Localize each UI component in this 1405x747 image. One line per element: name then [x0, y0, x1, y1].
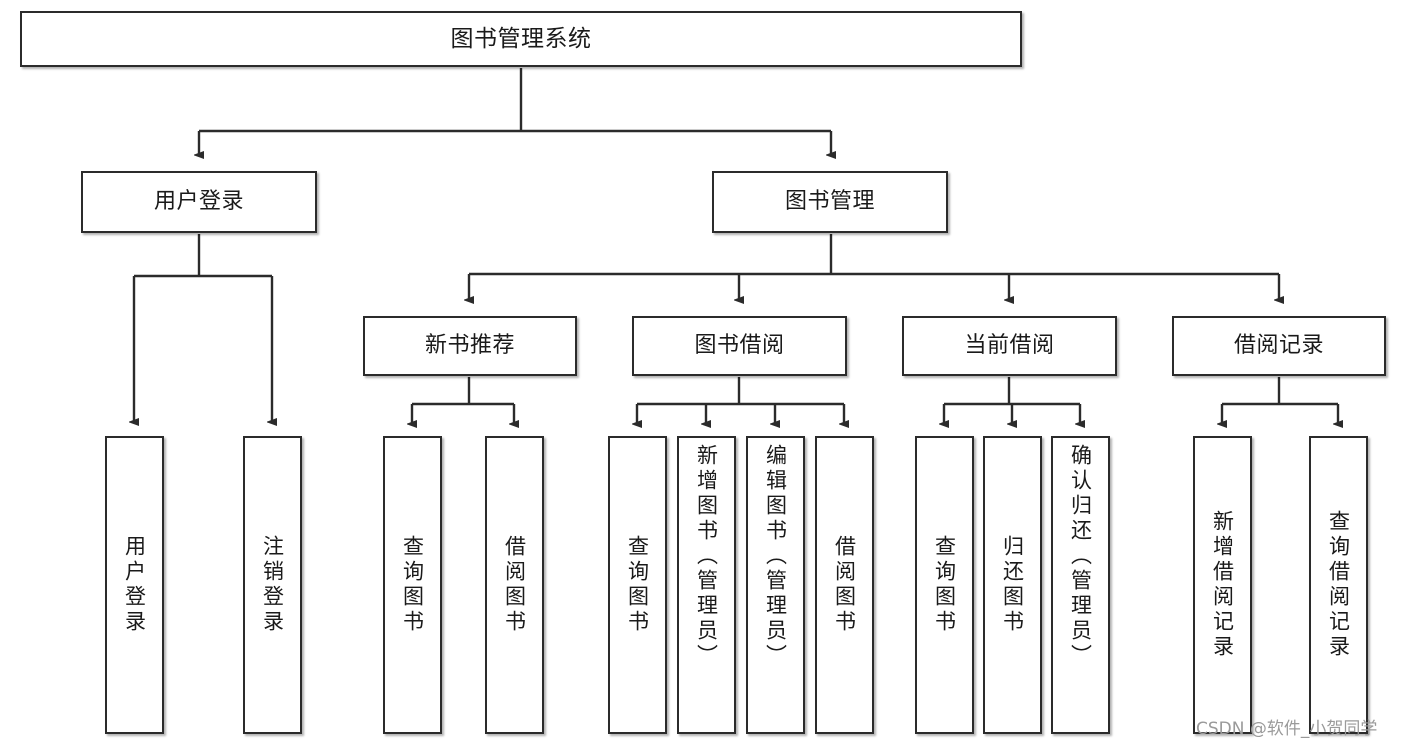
node-borrow-record[interactable]: 借阅记录 — [1172, 316, 1386, 376]
watermark-text: CSDN @软件_小贺同学 — [1196, 719, 1378, 739]
node-leaf-logout-login[interactable]: 注销登录 — [243, 436, 302, 734]
node-user-login[interactable]: 用户登录 — [81, 171, 317, 233]
node-new-book-recommend[interactable]: 新书推荐 — [363, 316, 577, 376]
node-leaf-borrow-book-1-label: 借阅图书 — [502, 535, 527, 635]
node-leaf-query-record-label: 查询借阅记录 — [1326, 510, 1351, 660]
node-leaf-query-record[interactable]: 查询借阅记录 — [1309, 436, 1368, 734]
node-leaf-add-book-label: 新增图书（管理员） — [694, 444, 719, 669]
node-leaf-edit-book-label: 编辑图书（管理员） — [763, 444, 788, 669]
node-leaf-query-book-2-label: 查询图书 — [625, 535, 650, 635]
node-book-management-label: 图书管理 — [784, 189, 875, 215]
node-current-borrow-label: 当前借阅 — [964, 333, 1055, 359]
node-current-borrow[interactable]: 当前借阅 — [902, 316, 1117, 376]
node-new-book-recommend-label: 新书推荐 — [424, 333, 515, 359]
node-leaf-query-book-2[interactable]: 查询图书 — [608, 436, 667, 734]
node-leaf-confirm-return-label: 确认归还（管理员） — [1068, 444, 1093, 669]
node-leaf-query-book-1-label: 查询图书 — [400, 535, 425, 635]
node-leaf-query-book-1[interactable]: 查询图书 — [383, 436, 442, 734]
node-leaf-confirm-return[interactable]: 确认归还（管理员） — [1051, 436, 1110, 734]
node-leaf-borrow-book-2-label: 借阅图书 — [832, 535, 857, 635]
node-borrow-record-label: 借阅记录 — [1233, 333, 1324, 359]
node-user-login-label: 用户登录 — [153, 189, 244, 215]
node-leaf-add-record-label: 新增借阅记录 — [1210, 510, 1235, 660]
node-leaf-query-book-3[interactable]: 查询图书 — [915, 436, 974, 734]
node-leaf-add-book[interactable]: 新增图书（管理员） — [677, 436, 736, 734]
node-book-borrow-label: 图书借阅 — [694, 333, 785, 359]
node-book-management[interactable]: 图书管理 — [712, 171, 948, 233]
node-leaf-edit-book[interactable]: 编辑图书（管理员） — [746, 436, 805, 734]
node-leaf-query-book-3-label: 查询图书 — [932, 535, 957, 635]
node-leaf-add-record[interactable]: 新增借阅记录 — [1193, 436, 1252, 734]
node-leaf-borrow-book-2[interactable]: 借阅图书 — [815, 436, 874, 734]
node-book-borrow[interactable]: 图书借阅 — [632, 316, 847, 376]
node-leaf-return-book-label: 归还图书 — [1000, 535, 1025, 635]
node-leaf-user-login-label: 用户登录 — [122, 535, 147, 635]
node-leaf-return-book[interactable]: 归还图书 — [983, 436, 1042, 734]
node-leaf-user-login[interactable]: 用户登录 — [105, 436, 164, 734]
node-root-label: 图书管理系统 — [450, 25, 592, 52]
node-root[interactable]: 图书管理系统 — [20, 11, 1022, 67]
node-leaf-logout-login-label: 注销登录 — [260, 535, 285, 635]
node-leaf-borrow-book-1[interactable]: 借阅图书 — [485, 436, 544, 734]
